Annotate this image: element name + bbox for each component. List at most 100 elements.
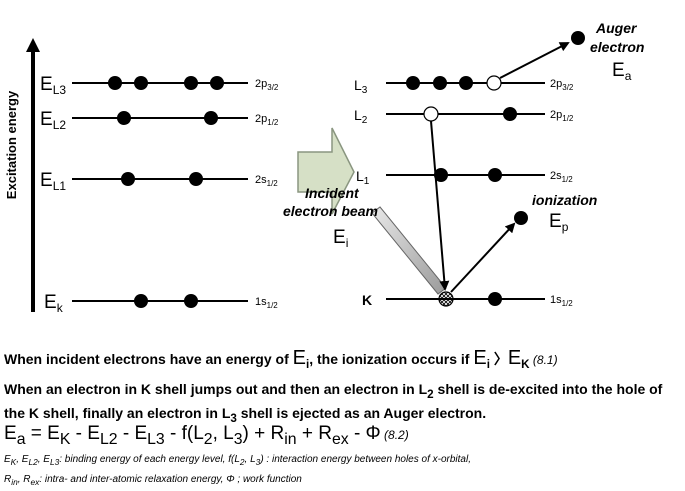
- right-orbital-l2: 2p1/2: [550, 109, 574, 123]
- auger-label-2: electron: [590, 39, 644, 55]
- text-part: ) + R: [242, 423, 285, 444]
- incident-label-1: Incident: [305, 185, 360, 201]
- electron: [108, 76, 122, 90]
- left-orbital-l1: 2s1/2: [255, 174, 278, 188]
- right-label-k: K: [362, 292, 372, 308]
- ionization-arrow: [450, 222, 516, 293]
- text-sub: 2: [203, 430, 213, 448]
- auger-energy: Ea: [612, 60, 632, 83]
- text-sub: L3: [49, 457, 60, 467]
- energy-axis-arrowhead: [26, 38, 40, 52]
- k-hole: [438, 291, 454, 307]
- text-part: When an electron in K shell jumps out an…: [4, 381, 428, 397]
- left-label-k: Ek: [44, 292, 64, 315]
- text-part: : binding energy of each energy level, f…: [59, 454, 240, 465]
- text-sub: a: [16, 430, 26, 448]
- incident-beam: [371, 206, 447, 295]
- text-sub: K: [10, 457, 17, 467]
- electron: [433, 76, 447, 90]
- text-part: E: [473, 347, 487, 369]
- auger-energy-equation: Ea = EK - EL2 - EL3 - f(L2, L3) + Rin + …: [4, 424, 409, 448]
- electron: [117, 111, 131, 125]
- transition-arrow: [297, 127, 355, 215]
- electron: [204, 111, 218, 125]
- text-part: When incident electrons have an energy o…: [4, 351, 293, 367]
- text-sub: K: [521, 357, 530, 371]
- text-sub: 3: [230, 411, 237, 425]
- text-sub: L2: [28, 457, 38, 467]
- ionization-label: ionization: [532, 192, 597, 208]
- electron: [134, 294, 148, 308]
- electron: [488, 292, 502, 306]
- electron: [434, 168, 448, 182]
- text-part: - Φ: [348, 423, 381, 444]
- text-part: , the ionization occurs if: [309, 351, 474, 367]
- electron: [210, 76, 224, 90]
- text-sub: in: [11, 477, 18, 487]
- left-orbital-l3: 2p3/2: [255, 78, 279, 92]
- auger-emission-arrow: [499, 42, 570, 79]
- energy-axis-label: Excitation energy: [4, 90, 19, 199]
- electron: [134, 76, 148, 90]
- incident-energy: Ei: [333, 227, 348, 250]
- text-part: 〉: [489, 351, 508, 367]
- text-part: E: [507, 347, 522, 369]
- text-part: , L: [212, 423, 234, 444]
- text-part: - E: [70, 423, 100, 444]
- text-part: - E: [117, 423, 148, 444]
- text-sub: 2: [427, 387, 434, 401]
- right-orbital-l1: 2s1/2: [550, 170, 573, 184]
- electron: [184, 294, 198, 308]
- electron: [488, 168, 502, 182]
- text-sub: K: [59, 430, 71, 448]
- text-part: ) : interaction energy between holes of …: [260, 454, 471, 465]
- text-part: , E: [37, 454, 50, 465]
- l2-hole: [423, 106, 439, 122]
- auger-label-1: Auger: [595, 20, 638, 36]
- auger-electron: [571, 31, 585, 45]
- text-part: , L: [244, 454, 256, 465]
- ionization-condition-text: When incident electrons have an energy o…: [4, 348, 558, 370]
- text-sub: i: [486, 357, 490, 371]
- text-part: - f(L: [164, 423, 204, 444]
- text-sub: 3: [255, 457, 261, 467]
- text-part: + R: [296, 423, 332, 444]
- text-sub: ex: [30, 477, 40, 487]
- equation-number: (8.1): [529, 353, 558, 367]
- right-levels: L3 L2 L1 K 2p3/2 2p1/2 2s1/2 1s1/2: [354, 75, 574, 308]
- text-part: : intra- and inter-atomic relaxation ene…: [39, 474, 302, 485]
- text-part: E: [4, 454, 11, 465]
- text-part: E: [292, 347, 306, 369]
- left-orbital-l2: 2p1/2: [255, 113, 279, 127]
- left-levels: EL3 EL2 EL1 Ek 2p3/2 2p1/2 2s1/2 1s1/2: [40, 74, 279, 315]
- right-label-l3: L3: [354, 77, 368, 96]
- text-sub: i: [305, 357, 310, 371]
- text-part: , E: [16, 454, 29, 465]
- right-orbital-k: 1s1/2: [550, 294, 573, 308]
- text-part: shell is de-excited into the hole of the…: [4, 381, 663, 421]
- right-label-l2: L2: [354, 107, 368, 126]
- text-part: shell is ejected as an Auger electron.: [236, 404, 487, 421]
- left-label-l1: EL1: [40, 170, 66, 193]
- electron: [121, 172, 135, 186]
- text-sub: L2: [99, 430, 118, 448]
- equation-number: (8.2): [380, 428, 409, 442]
- left-label-l2: EL2: [40, 109, 66, 132]
- ionization-energy: Ep: [549, 211, 569, 234]
- l2-to-k-arrow: [430, 120, 450, 291]
- right-label-l1: L1: [356, 168, 370, 187]
- l3-hole: [486, 75, 502, 91]
- electron: [459, 76, 473, 90]
- text-part: R: [4, 474, 12, 485]
- equation-notes: EK, EL2, EL3: binding energy of each ene…: [4, 451, 685, 491]
- electron: [184, 76, 198, 90]
- auger-description-text: When an electron in K shell jumps out an…: [4, 380, 685, 428]
- text-part: E: [4, 423, 17, 444]
- ionized-electron: [514, 211, 528, 225]
- text-sub: in: [284, 430, 297, 448]
- right-orbital-l3: 2p3/2: [550, 78, 574, 92]
- left-label-l3: EL3: [40, 74, 66, 97]
- electron: [406, 76, 420, 90]
- auger-process-diagram: Excitation energy EL3 EL2 EL1 Ek 2p3/2 2…: [4, 20, 644, 315]
- text-part: , R: [17, 474, 31, 485]
